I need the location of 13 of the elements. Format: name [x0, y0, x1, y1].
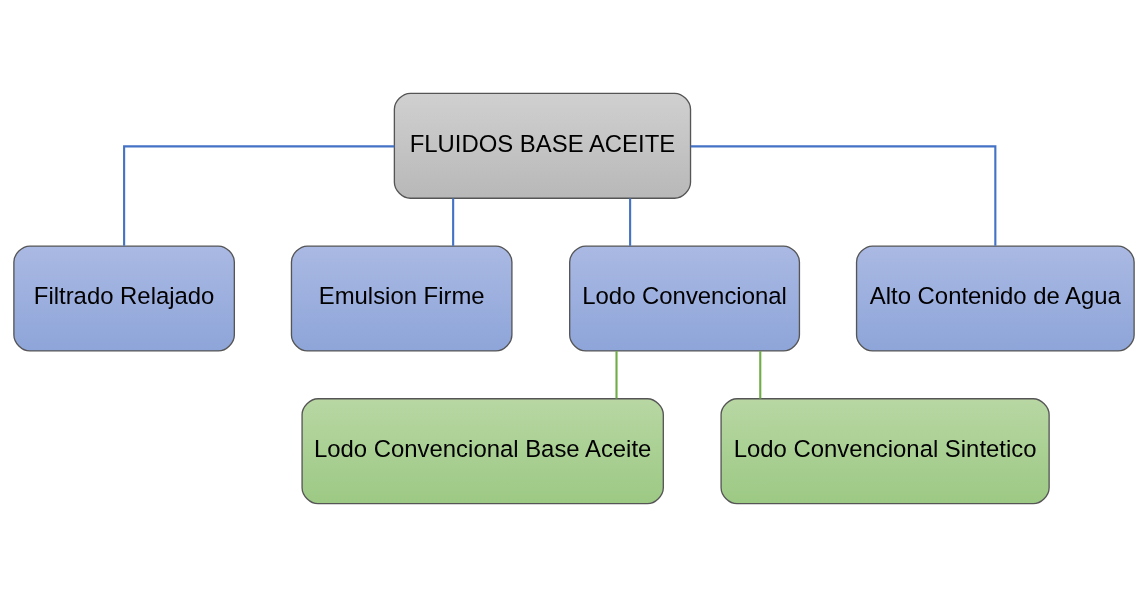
connector [690, 144, 997, 246]
node-box: Alto Contenido de Agua [855, 244, 1135, 352]
connector [452, 197, 455, 246]
connector [629, 197, 632, 246]
node-box: Lodo Convencional Sintetico [720, 397, 1050, 504]
node-box: Filtrado Relajado [13, 244, 235, 352]
connector [759, 350, 762, 399]
node-box: Lodo Convencional Base Aceite [301, 397, 664, 504]
connector [615, 350, 618, 399]
connector [123, 144, 395, 246]
node-box: Emulsion Firme [290, 244, 513, 352]
node-box: FLUIDOS BASE ACEITE [393, 92, 692, 199]
node-box: Lodo Convencional [569, 244, 801, 352]
